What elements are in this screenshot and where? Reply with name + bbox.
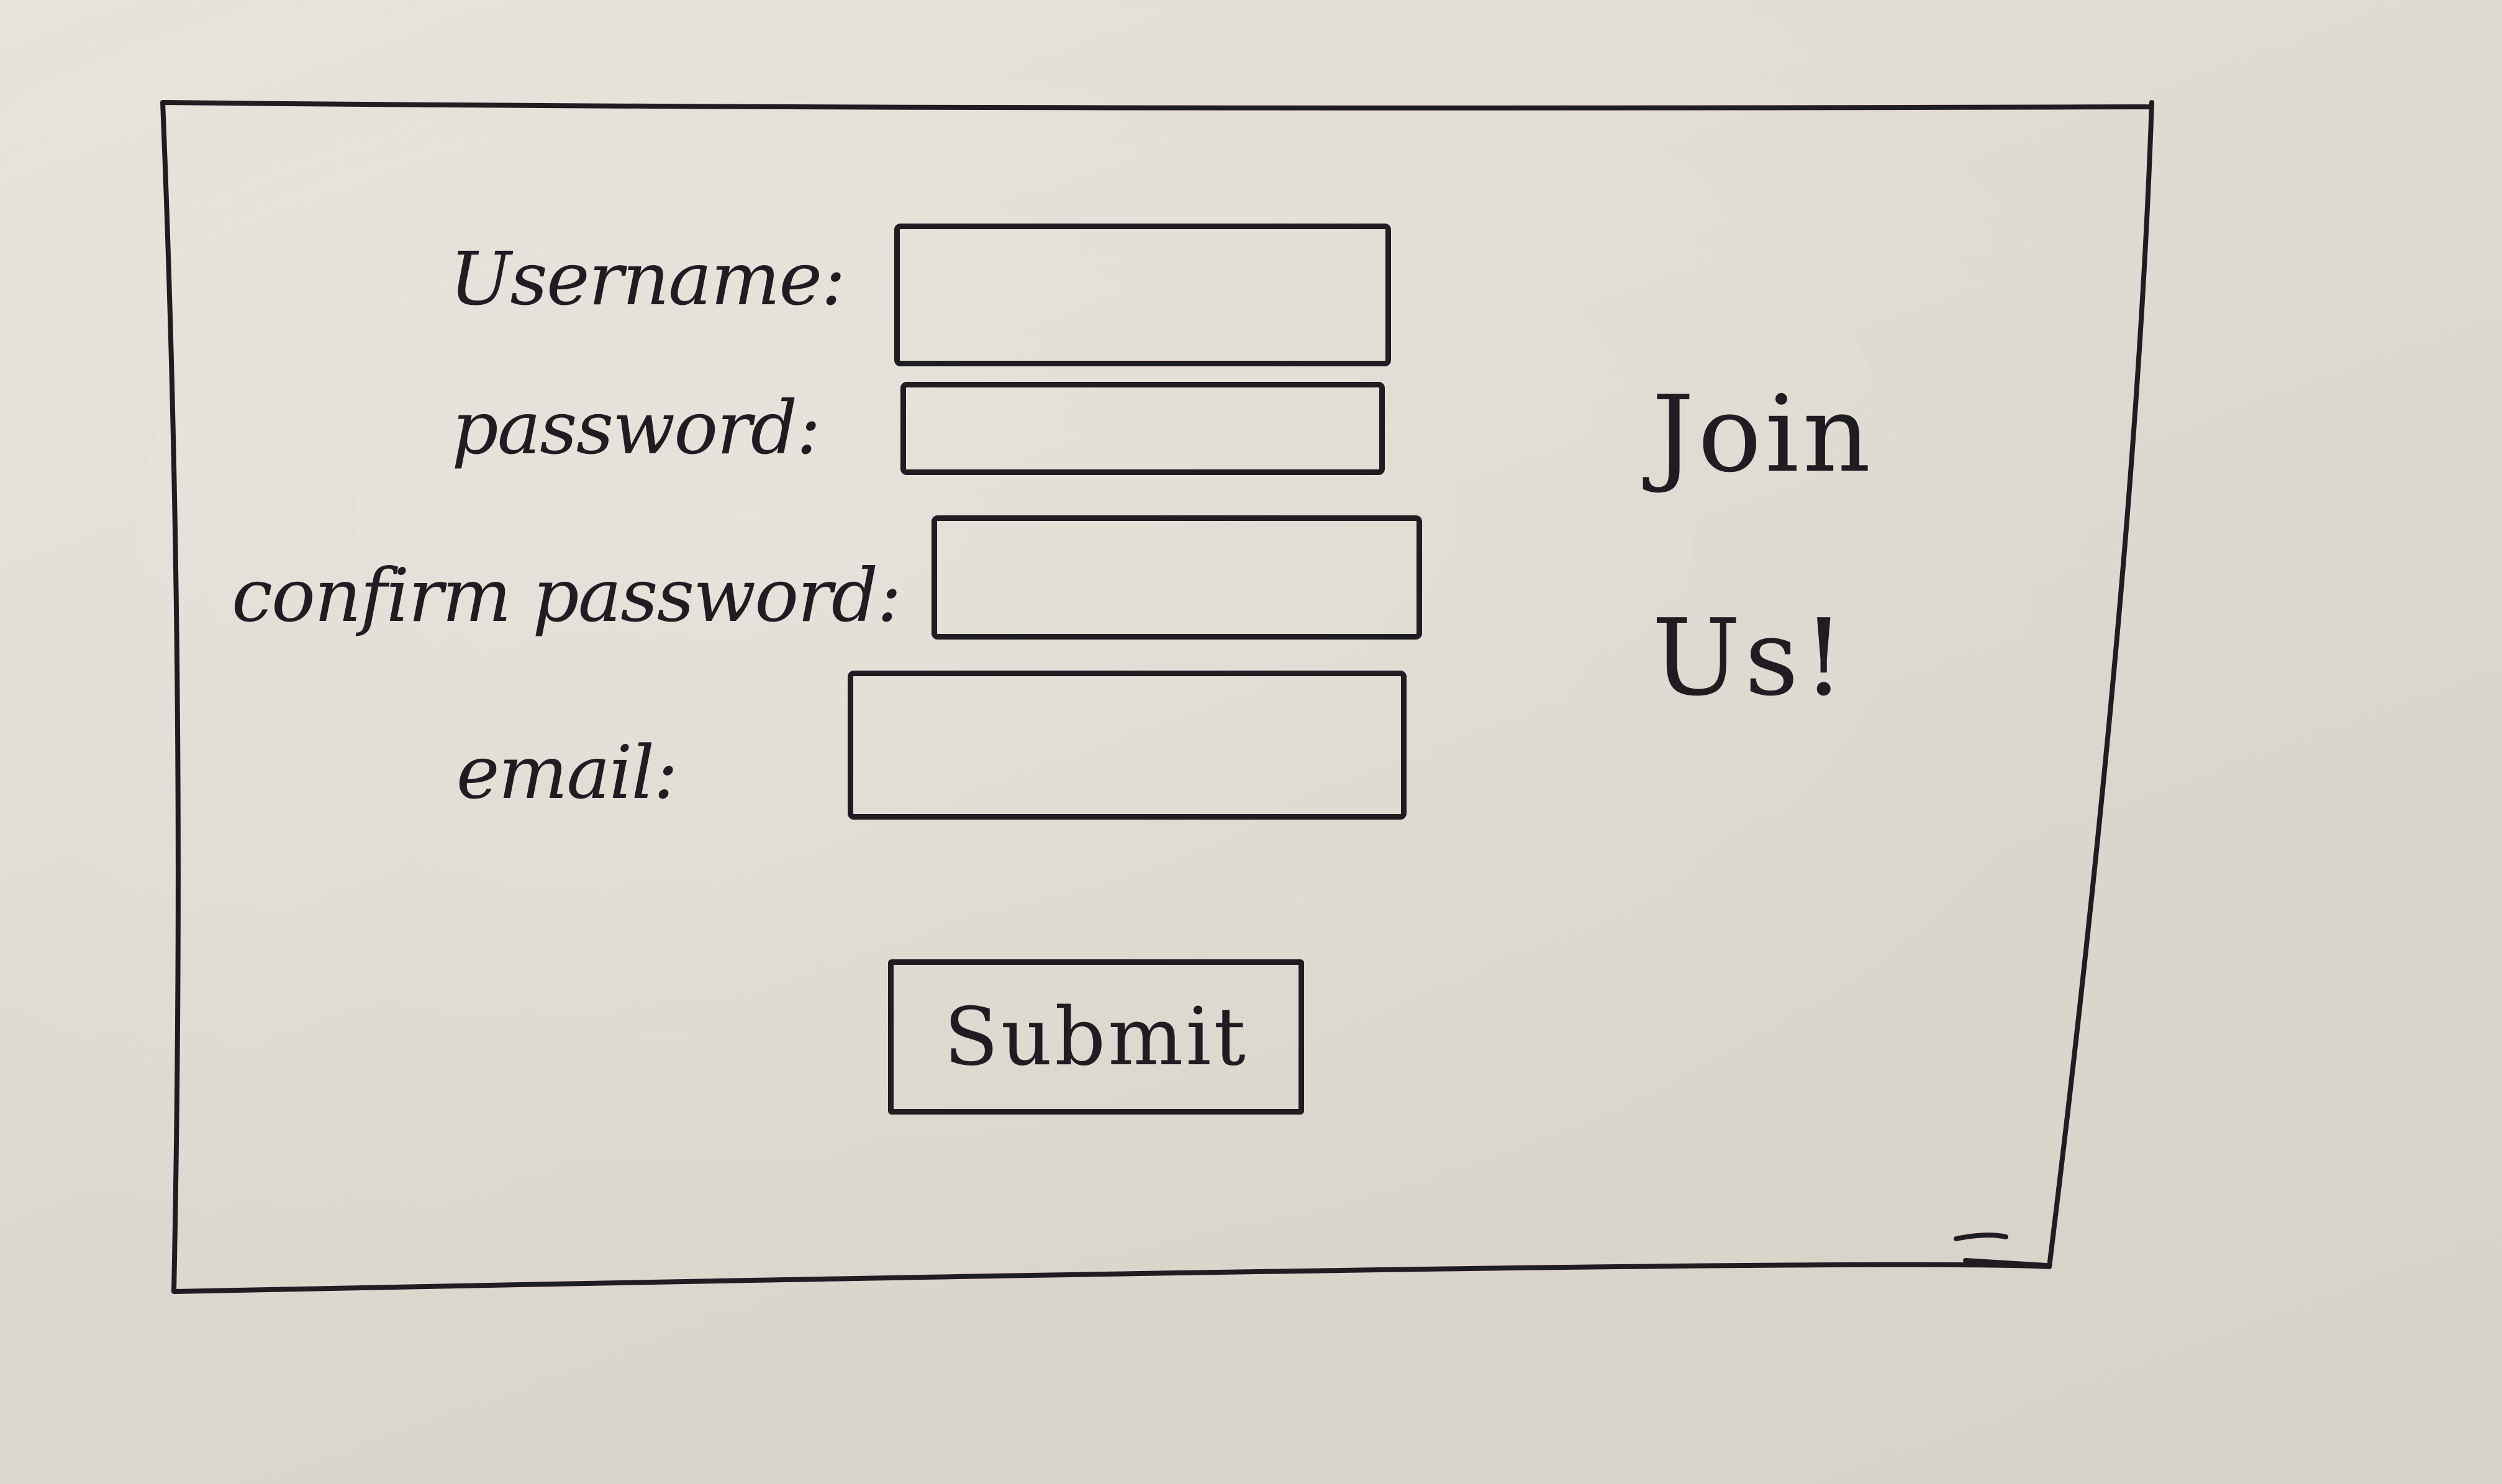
tagline-line-2: Us!: [1652, 597, 1849, 720]
email-input[interactable]: [848, 671, 1407, 820]
password-label: password:: [451, 385, 821, 471]
confirm-password-label: confirm password:: [231, 553, 902, 638]
password-input[interactable]: [900, 382, 1385, 475]
username-label: Username:: [449, 236, 846, 322]
confirm-password-input[interactable]: [931, 515, 1422, 640]
username-input[interactable]: [894, 224, 1391, 366]
submit-button[interactable]: Submit: [888, 959, 1304, 1115]
tagline-line-1: Join: [1652, 373, 1875, 496]
join-us-heading: Join Us!: [1652, 323, 2049, 770]
email-label: email:: [456, 730, 678, 815]
